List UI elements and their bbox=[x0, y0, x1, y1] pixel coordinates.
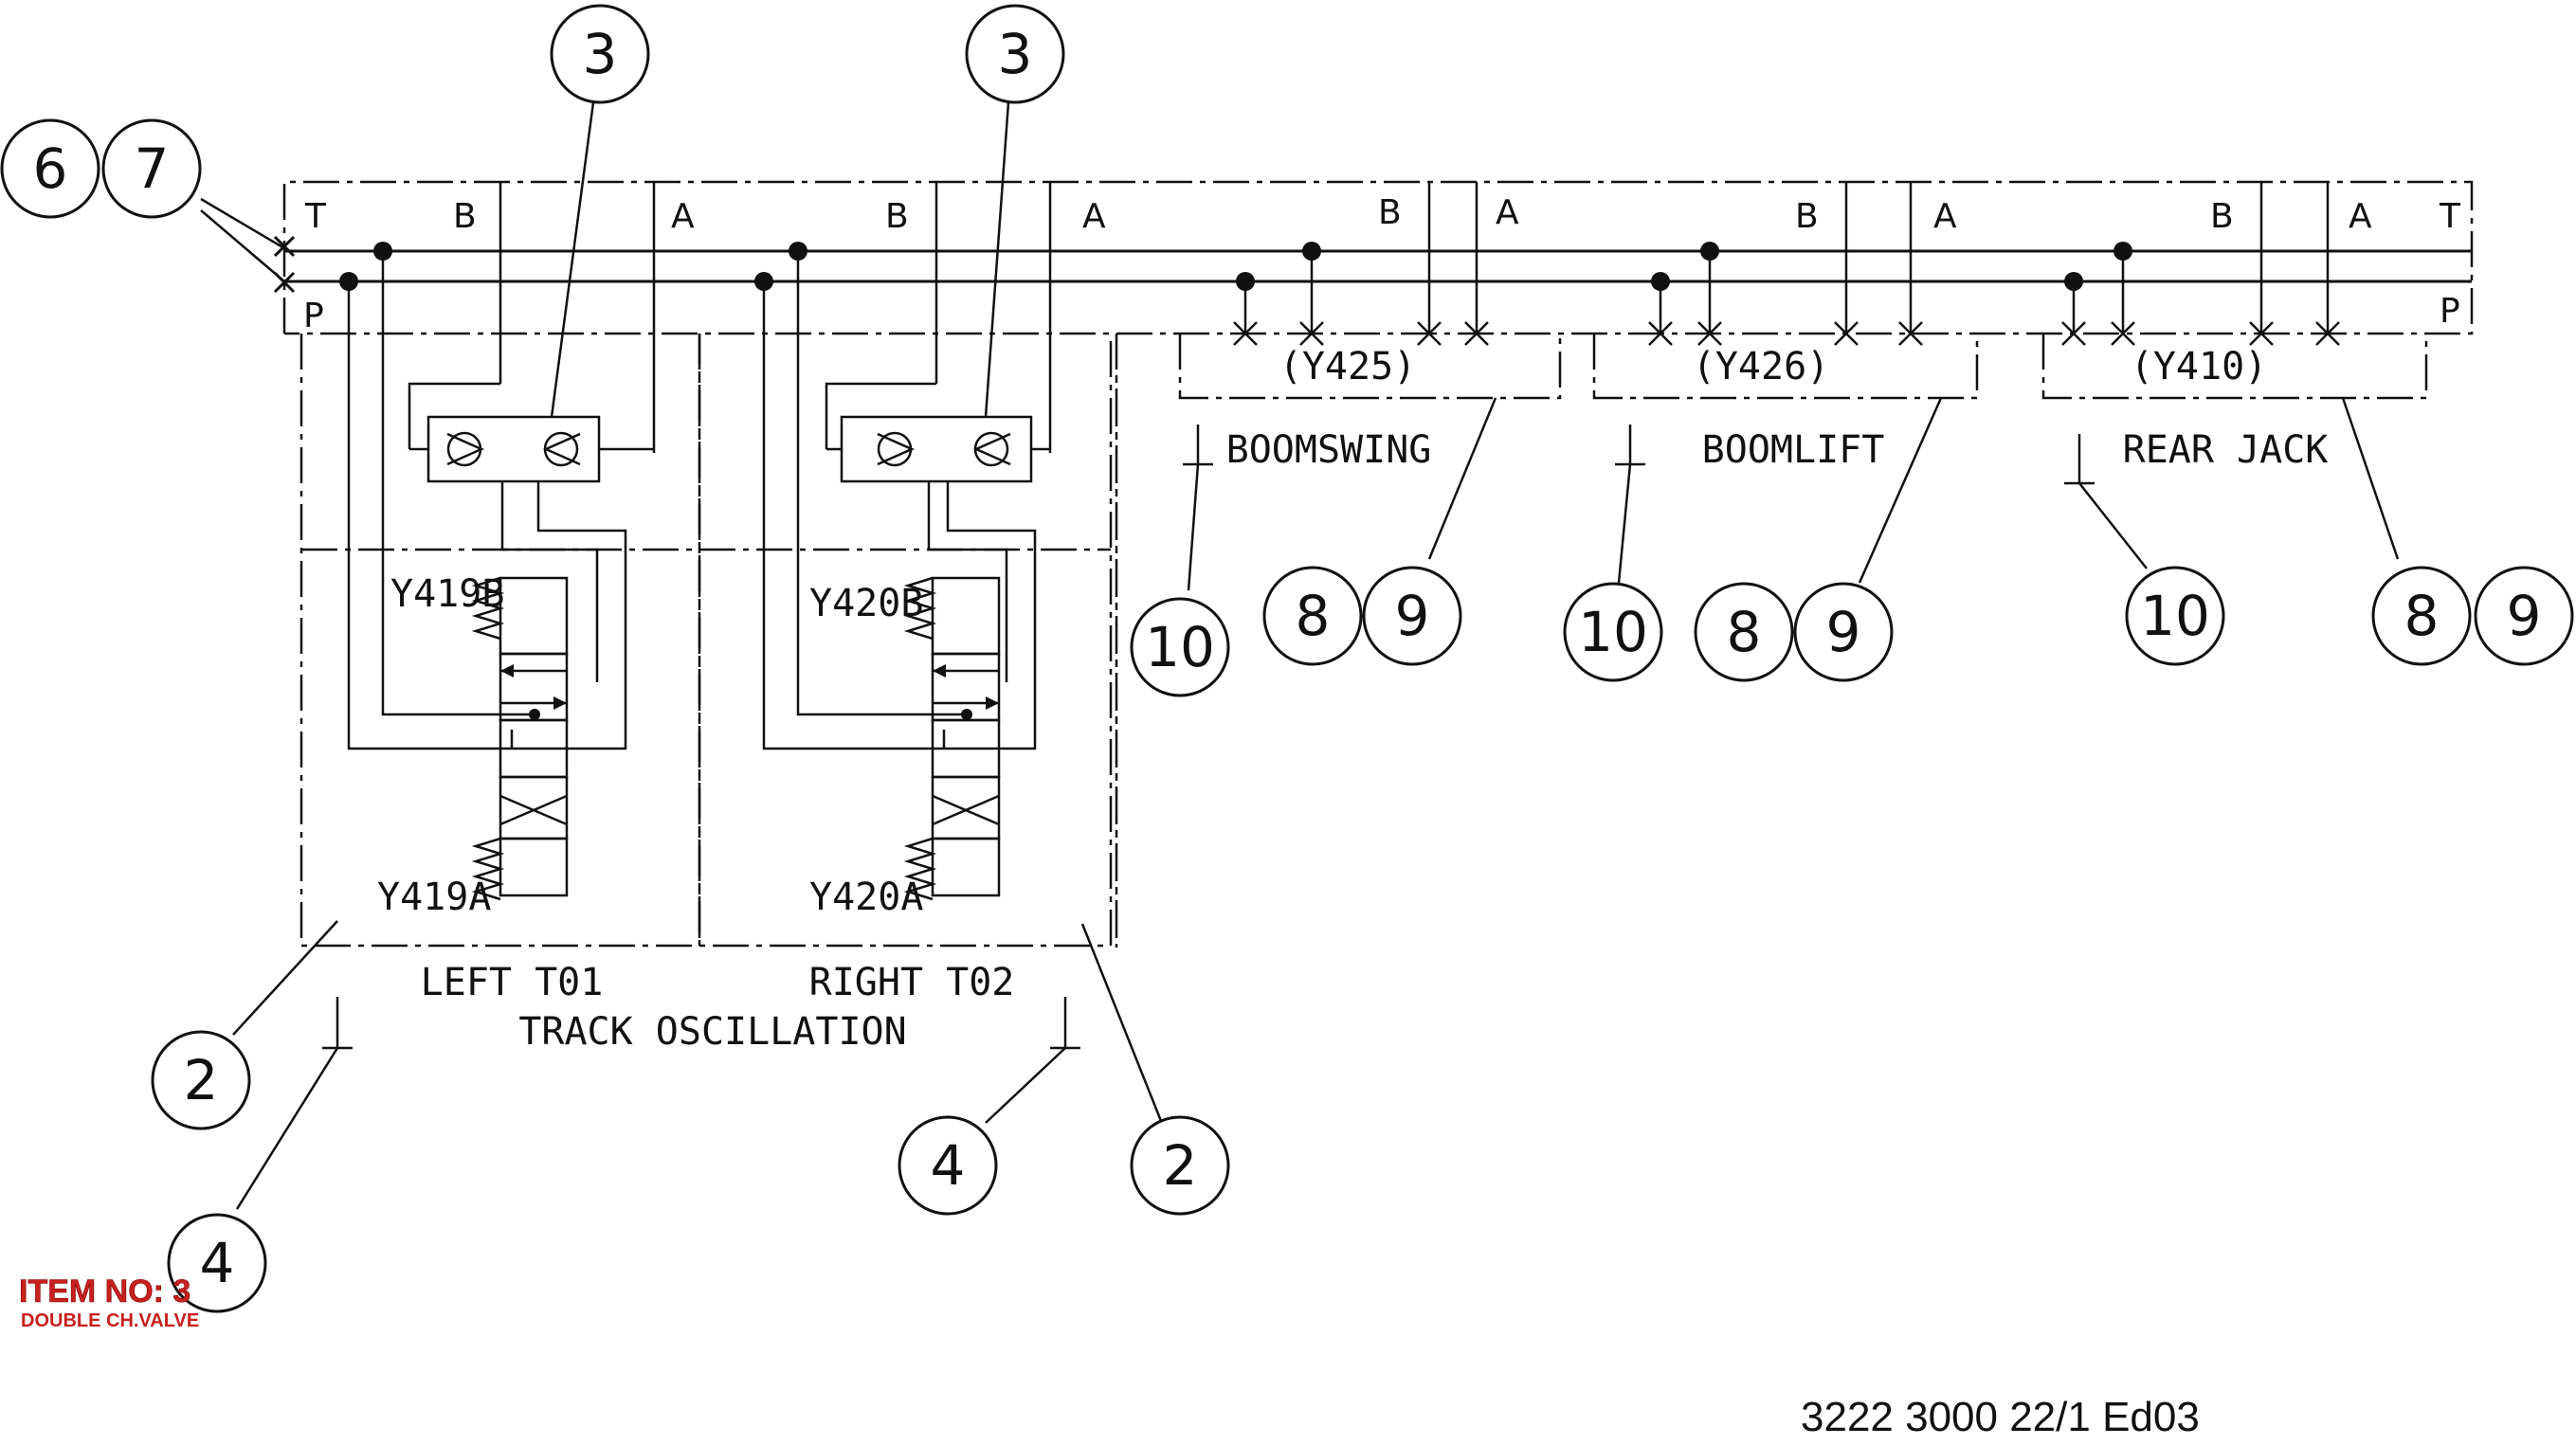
port-label-b-4: B bbox=[1795, 197, 1819, 236]
solenoid-label-y419b: Y419B bbox=[390, 572, 504, 616]
section-label-rear-jack: REAR JACK bbox=[2123, 428, 2329, 472]
callout-4-left: 4 bbox=[167, 1213, 267, 1313]
svg-text:2: 2 bbox=[184, 1048, 219, 1112]
svg-text:6: 6 bbox=[33, 136, 68, 201]
leader-lines bbox=[200, 101, 2400, 1210]
callout-8-boomswing: 8 bbox=[1262, 566, 1363, 666]
solenoid-label-y420a: Y420A bbox=[809, 876, 923, 919]
callout-10-boomlift: 10 bbox=[1563, 582, 1663, 682]
svg-text:8: 8 bbox=[1727, 600, 1762, 664]
port-label-p-right: P bbox=[2440, 292, 2460, 331]
port-label-t-left: T bbox=[304, 197, 327, 236]
svg-text:10: 10 bbox=[2140, 584, 2210, 648]
svg-text:9: 9 bbox=[1826, 600, 1861, 664]
section-label-right: RIGHT T02 bbox=[809, 961, 1015, 1004]
solenoid-label-y419a: Y419A bbox=[377, 876, 491, 919]
svg-text:8: 8 bbox=[2404, 584, 2440, 648]
callout-3-left: 3 bbox=[550, 4, 650, 104]
solenoid-label-y425: (Y425) bbox=[1279, 345, 1417, 388]
double-check-valve-right bbox=[825, 382, 1050, 711]
svg-text:3: 3 bbox=[583, 22, 618, 86]
svg-text:8: 8 bbox=[1296, 584, 1331, 648]
svg-text:7: 7 bbox=[135, 136, 170, 201]
electrical-connector-ticks bbox=[322, 424, 2095, 1050]
directional-valve-left bbox=[347, 251, 627, 901]
item-description-stamp: DOUBLE CH.VALVE bbox=[21, 1310, 199, 1331]
solenoid-label-y420b: Y420B bbox=[809, 582, 923, 625]
callout-10-boomswing: 10 bbox=[1130, 597, 1230, 697]
double-check-valve-left bbox=[408, 382, 654, 711]
port-label-b-5: B bbox=[2210, 197, 2234, 236]
document-number: 3222 3000 22/1 Ed03 bbox=[1801, 1394, 2200, 1440]
svg-text:4: 4 bbox=[200, 1231, 235, 1295]
callout-8-boomlift: 8 bbox=[1694, 582, 1794, 682]
svg-text:10: 10 bbox=[1145, 615, 1215, 679]
callout-7: 7 bbox=[101, 118, 202, 219]
port-top-lines bbox=[499, 182, 2330, 453]
port-label-a-2: A bbox=[1082, 197, 1106, 236]
port-label-a-1: A bbox=[671, 197, 695, 236]
item-number-stamp: ITEM NO: 3 bbox=[19, 1273, 190, 1310]
port-label-a-5: A bbox=[2349, 197, 2372, 236]
valve-block-outline bbox=[282, 180, 2474, 335]
svg-text:2: 2 bbox=[1163, 1133, 1198, 1198]
main-galleries bbox=[284, 249, 2472, 283]
callout-8-rear-jack: 8 bbox=[2371, 566, 2472, 666]
section-label-boomswing: BOOMSWING bbox=[1226, 428, 1432, 472]
port-label-b-3: B bbox=[1378, 193, 1402, 232]
callout-6: 6 bbox=[0, 118, 100, 219]
section-label-track-oscillation: TRACK OSCILLATION bbox=[518, 1010, 906, 1054]
svg-text:4: 4 bbox=[931, 1133, 966, 1198]
track-oscillation-blocks bbox=[299, 334, 1113, 948]
svg-text:9: 9 bbox=[2507, 584, 2542, 648]
callout-2-left: 2 bbox=[151, 1030, 251, 1130]
solenoid-label-y410: (Y410) bbox=[2131, 345, 2268, 388]
callout-10-rear-jack: 10 bbox=[2125, 566, 2225, 666]
function-boxes bbox=[1115, 334, 2428, 948]
port-label-a-4: A bbox=[1933, 197, 1957, 236]
port-label-b-2: B bbox=[885, 197, 909, 236]
port-label-b-1: B bbox=[453, 197, 477, 236]
solenoid-label-y426: (Y426) bbox=[1693, 345, 1830, 388]
section-label-left: LEFT T01 bbox=[421, 961, 604, 1004]
port-label-t-right: T bbox=[2439, 197, 2461, 236]
directional-valve-right bbox=[762, 251, 1037, 901]
callout-9-boomlift: 9 bbox=[1793, 582, 1894, 682]
port-label-p-left: P bbox=[303, 297, 324, 335]
callout-4-right: 4 bbox=[898, 1115, 998, 1216]
port-label-a-3: A bbox=[1496, 193, 1519, 232]
callout-9-boomswing: 9 bbox=[1362, 566, 1462, 666]
callout-3-right: 3 bbox=[965, 4, 1065, 104]
gallery-taps bbox=[1243, 251, 2125, 334]
section-label-boomlift: BOOMLIFT bbox=[1702, 428, 1885, 472]
callout-9-rear-jack: 9 bbox=[2474, 566, 2574, 666]
svg-text:9: 9 bbox=[1395, 584, 1430, 648]
svg-text:3: 3 bbox=[998, 22, 1033, 86]
svg-text:10: 10 bbox=[1578, 600, 1648, 664]
junction-dots bbox=[339, 242, 2132, 291]
callout-2-right: 2 bbox=[1130, 1115, 1230, 1216]
